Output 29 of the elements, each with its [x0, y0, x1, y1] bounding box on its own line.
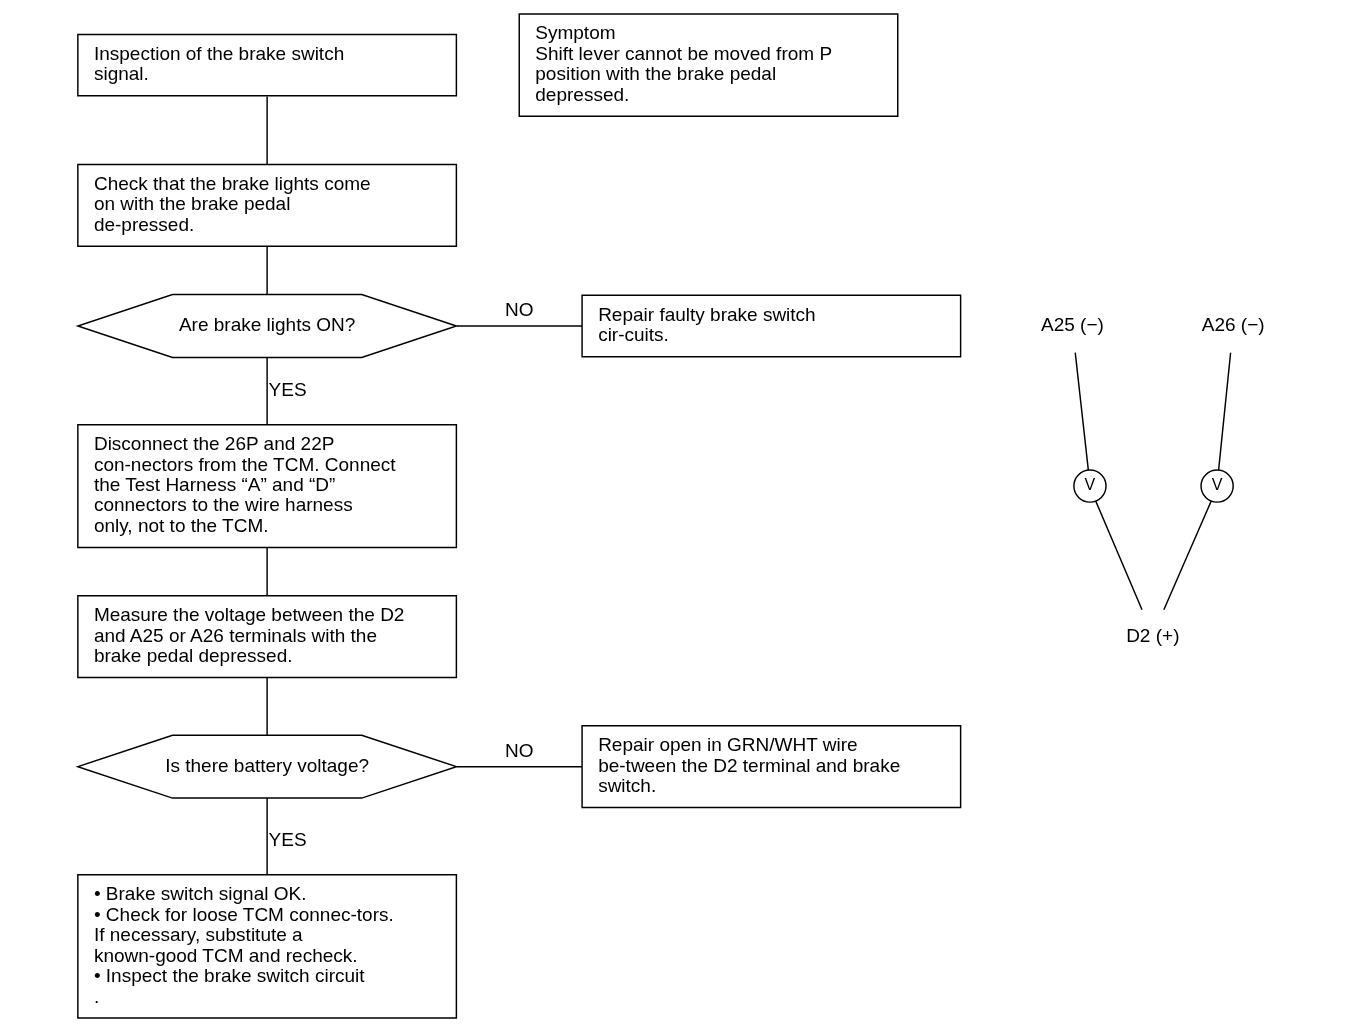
node-text: D2 (+): [1126, 624, 1180, 646]
node-box: Symptom Shift lever cannot be moved from P position with the brake pedal depressed.: [518, 13, 899, 117]
connector: [266, 95, 268, 166]
connector: [1074, 351, 1090, 471]
node-box: Inspection of the brake switch signal.: [77, 33, 458, 97]
node-text: A26 (−): [1201, 313, 1265, 335]
connector: [456, 325, 583, 327]
connector: [1163, 500, 1212, 611]
node-box: Repair faulty brake switch cir-cuits.: [581, 294, 962, 358]
node-box: Disconnect the 26P and 22P con-nectors from the TCM. Connect the Test Harness “A” and “D” connectors to the wire harness only, not to the TCM.: [77, 423, 458, 549]
connector: [1217, 351, 1232, 471]
connector: [266, 797, 268, 876]
connector: [1095, 500, 1143, 611]
node-circle: V: [1200, 469, 1234, 503]
connector: [266, 246, 268, 296]
edge-label: YES: [268, 379, 307, 401]
node-circle: V: [1073, 469, 1107, 503]
node-text: A25 (−): [1041, 313, 1104, 335]
connector: [456, 765, 583, 768]
edge-label: NO: [504, 740, 534, 762]
connector: [266, 546, 268, 597]
node-box: • Brake switch signal OK. • Check for loose TCM connec-tors. If necessary, substitute a known-good TCM and recheck. • Inspect the brake switch circuit .: [77, 874, 458, 1019]
connector: [266, 357, 268, 426]
node-box: Measure the voltage between the D2 and A25 or A26 terminals with the brake pedal depressed.: [77, 594, 458, 679]
node-box: Check that the brake lights come on with the brake pedal de-pressed.: [77, 163, 458, 248]
edge-label: YES: [268, 829, 307, 851]
connector: [266, 676, 268, 736]
node-box: Repair open in GRN/WHT wire be-tween the D2 terminal and brake switch.: [581, 725, 962, 809]
edge-label: NO: [504, 299, 534, 321]
